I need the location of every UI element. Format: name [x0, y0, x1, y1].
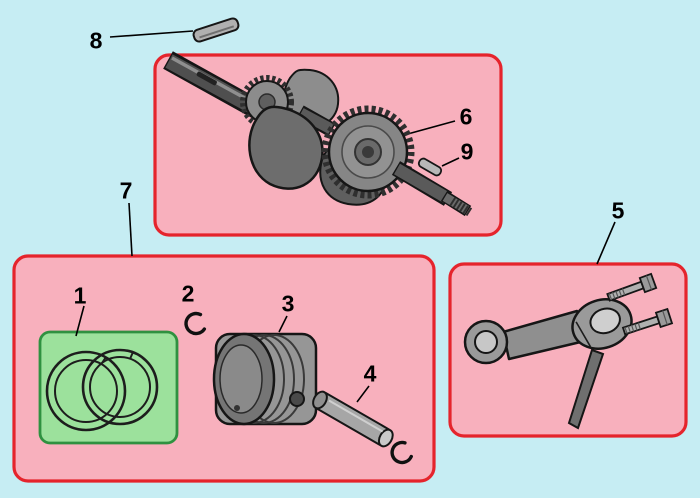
rod-small-end-bore — [474, 330, 498, 354]
callout-2: 2 — [181, 280, 195, 307]
crank-shaft-rear — [393, 163, 451, 204]
timing-gear — [321, 105, 415, 199]
piston-drawing — [212, 332, 318, 426]
callout-6: 6 — [459, 103, 473, 130]
ring-2-inner — [89, 356, 151, 418]
piston-pin-drawing — [312, 390, 394, 448]
connecting-rod-drawing — [463, 272, 674, 430]
crank-shaft-front — [165, 54, 261, 116]
ring-1-gap — [101, 356, 107, 364]
crank-pin — [298, 108, 334, 134]
callout-5: 5 — [611, 197, 625, 224]
ring-1-inner — [54, 359, 118, 423]
callout-7: 7 — [119, 177, 133, 204]
piston-pin-hole — [289, 391, 305, 407]
ring-2-outer — [81, 348, 159, 426]
piston-rings-drawing — [45, 348, 159, 432]
leader-8 — [109, 30, 194, 38]
rod-oil-dipper — [567, 348, 605, 430]
bolt-threads — [608, 288, 626, 301]
crank-keyway-slot — [196, 71, 217, 86]
crankshaft-drawing — [163, 51, 474, 217]
pin-end-face — [377, 428, 394, 448]
woodruff-key-9 — [417, 157, 443, 177]
leader-3 — [278, 315, 288, 333]
circlip-bottom — [390, 440, 413, 465]
circlip-top — [184, 311, 207, 336]
bolt-head — [654, 307, 674, 329]
bolt-threads — [624, 322, 641, 334]
ring-1-outer — [45, 350, 127, 432]
bolt-head — [638, 272, 658, 294]
leader-lines — [75, 30, 616, 403]
piston-crown-mark — [234, 405, 240, 411]
rod-bolt-1 — [606, 272, 658, 302]
callout-9: 9 — [460, 138, 474, 165]
leader-5 — [596, 221, 616, 265]
ring-2-gap — [129, 351, 134, 360]
timing-gear-teeth — [321, 105, 415, 199]
callout-3: 3 — [281, 290, 295, 317]
rod-bolt-2 — [621, 307, 674, 336]
rod-big-end-bore — [589, 307, 621, 335]
leader-1 — [75, 305, 85, 337]
leader-4 — [356, 385, 370, 403]
leader-7 — [128, 202, 133, 257]
callout-1: 1 — [73, 282, 87, 309]
rod-big-end — [571, 298, 633, 350]
timing-gear-bore — [362, 146, 374, 158]
piston-crown-face — [219, 344, 263, 414]
woodruff-key-8 — [192, 17, 240, 43]
callout-8: 8 — [89, 27, 103, 54]
rod-cap-split — [575, 321, 592, 348]
leader-6 — [403, 120, 456, 136]
callout-4: 4 — [363, 360, 377, 387]
leader-9 — [441, 157, 460, 167]
